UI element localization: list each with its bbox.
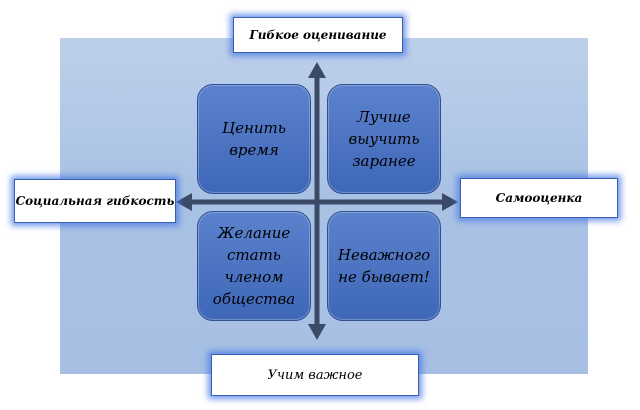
quadrant-top-left: Ценить время xyxy=(197,84,311,194)
quadrant-top-right: Лучше выучить заранее xyxy=(327,84,441,194)
quadrant-bottom-right-text: Неважного не бывает! xyxy=(337,246,431,286)
arrow-down-icon xyxy=(308,324,326,340)
quadrant-bottom-left: Желание стать членом общества xyxy=(197,211,311,321)
axis-label-bottom: Учим важное xyxy=(211,354,419,396)
quadrant-bottom-left-text: Желание стать членом общества xyxy=(212,224,296,308)
axis-label-right: Самооценка xyxy=(460,178,618,218)
arrow-left-icon xyxy=(176,193,192,211)
axis-label-top-text: Гибкое оценивание xyxy=(249,27,387,42)
axis-label-bottom-text: Учим важное xyxy=(267,367,363,383)
axis-label-left-text: Социальная гибкость xyxy=(15,193,175,208)
arrow-right-icon xyxy=(442,193,458,211)
quadrant-top-left-text: Ценить время xyxy=(222,119,286,159)
axis-label-right-text: Самооценка xyxy=(495,190,583,205)
quadrant-bottom-right: Неважного не бывает! xyxy=(327,211,441,321)
axis-label-left: Социальная гибкость xyxy=(14,179,176,223)
axis-label-top: Гибкое оценивание xyxy=(233,17,403,53)
arrow-up-icon xyxy=(308,62,326,78)
quadrant-top-right-text: Лучше выучить заранее xyxy=(348,108,420,170)
